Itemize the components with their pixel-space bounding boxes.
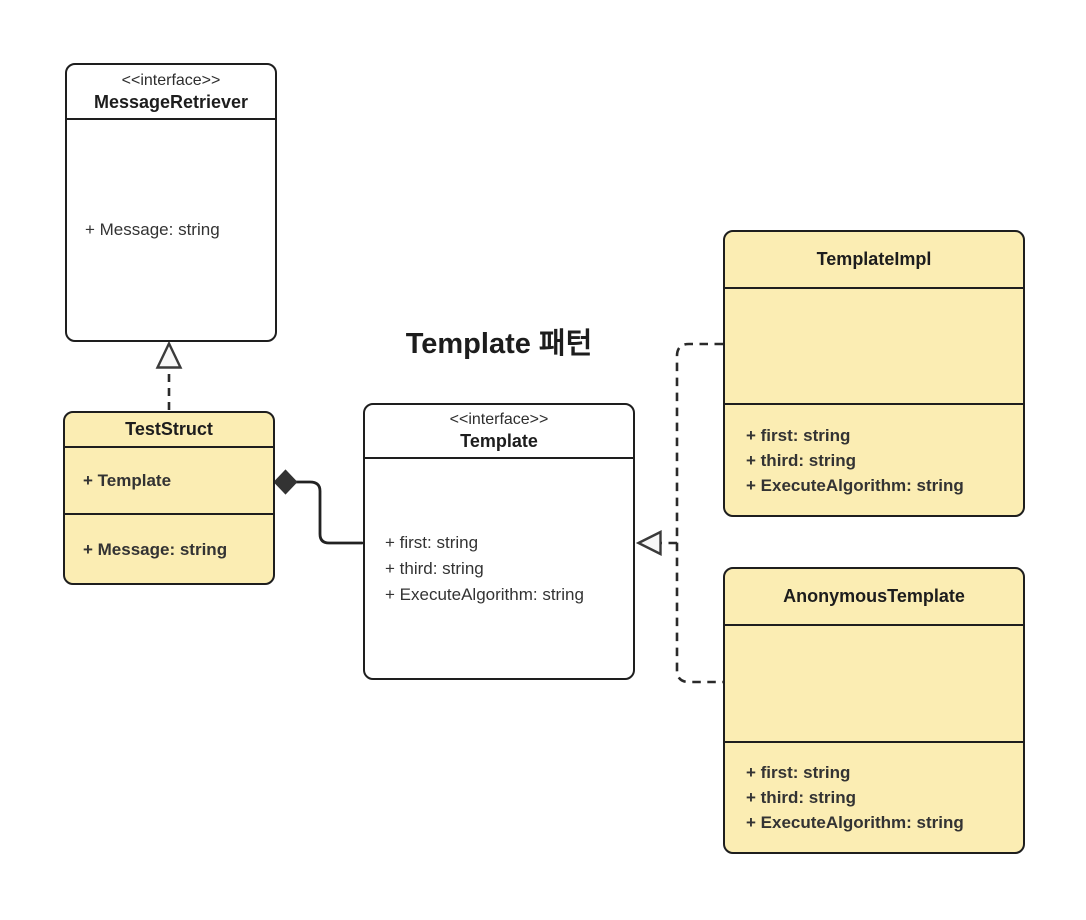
composition-edge-teststruct-template	[294, 480, 364, 545]
attribute-row: + Message: string	[85, 220, 220, 239]
class-box-anonymous-template: AnonymousTemplate + first: string + thir…	[723, 567, 1025, 854]
attribute-row: + third: string	[385, 558, 484, 578]
attribute-row: + first: string	[746, 425, 851, 445]
attribute-row: + Message: string	[83, 539, 228, 559]
realization-edge-impls-template	[675, 342, 723, 684]
attributes-section: + Message: string	[65, 515, 273, 583]
class-header: <<interface>> Template	[365, 405, 633, 459]
attribute-row: + ExecuteAlgorithm: string	[385, 584, 584, 604]
class-box-template-impl: TemplateImpl + first: string + third: st…	[723, 230, 1025, 517]
fields-section-empty	[725, 289, 1023, 405]
class-name: MessageRetriever	[93, 91, 249, 112]
class-header: AnonymousTemplate	[725, 569, 1023, 626]
attribute-row: + third: string	[746, 450, 857, 470]
attributes-section: + first: string + third: string + Execut…	[725, 743, 1023, 852]
stereotype-label: <<interface>>	[449, 411, 549, 428]
class-header: TemplateImpl	[725, 232, 1023, 289]
fields-section: + Template	[65, 448, 273, 515]
class-box-template: <<interface>> Template + first: string +…	[363, 403, 635, 680]
attribute-row: + ExecuteAlgorithm: string	[746, 813, 964, 832]
class-box-message-retriever: <<interface>> MessageRetriever + Message…	[65, 63, 277, 342]
attributes-section: + first: string + third: string + Execut…	[725, 405, 1023, 515]
class-name: TemplateImpl	[816, 249, 932, 269]
attribute-row: + first: string	[385, 532, 479, 552]
composition-diamond-icon	[273, 469, 298, 495]
fields-section-empty	[725, 626, 1023, 743]
attributes-section: + first: string + third: string + Execut…	[365, 459, 633, 678]
class-header: TestStruct	[65, 413, 273, 448]
attributes-section: + Message: string	[67, 120, 275, 340]
class-box-test-struct: TestStruct + Template + Message: string	[63, 411, 275, 585]
attribute-row: + first: string	[746, 763, 851, 782]
class-header: <<interface>> MessageRetriever	[67, 65, 275, 120]
class-name: Template	[460, 431, 538, 451]
attribute-row: + Template	[83, 471, 172, 490]
diagram-title: Template 패턴	[405, 328, 593, 360]
attribute-row: + ExecuteAlgorithm: string	[746, 475, 964, 495]
class-name: AnonymousTemplate	[783, 586, 965, 606]
stereotype-label: <<interface>>	[121, 71, 221, 89]
attribute-row: + third: string	[746, 788, 857, 807]
realization-triangle-icon	[635, 530, 662, 556]
realization-triangle-icon	[155, 340, 183, 369]
class-name: TestStruct	[125, 419, 213, 439]
